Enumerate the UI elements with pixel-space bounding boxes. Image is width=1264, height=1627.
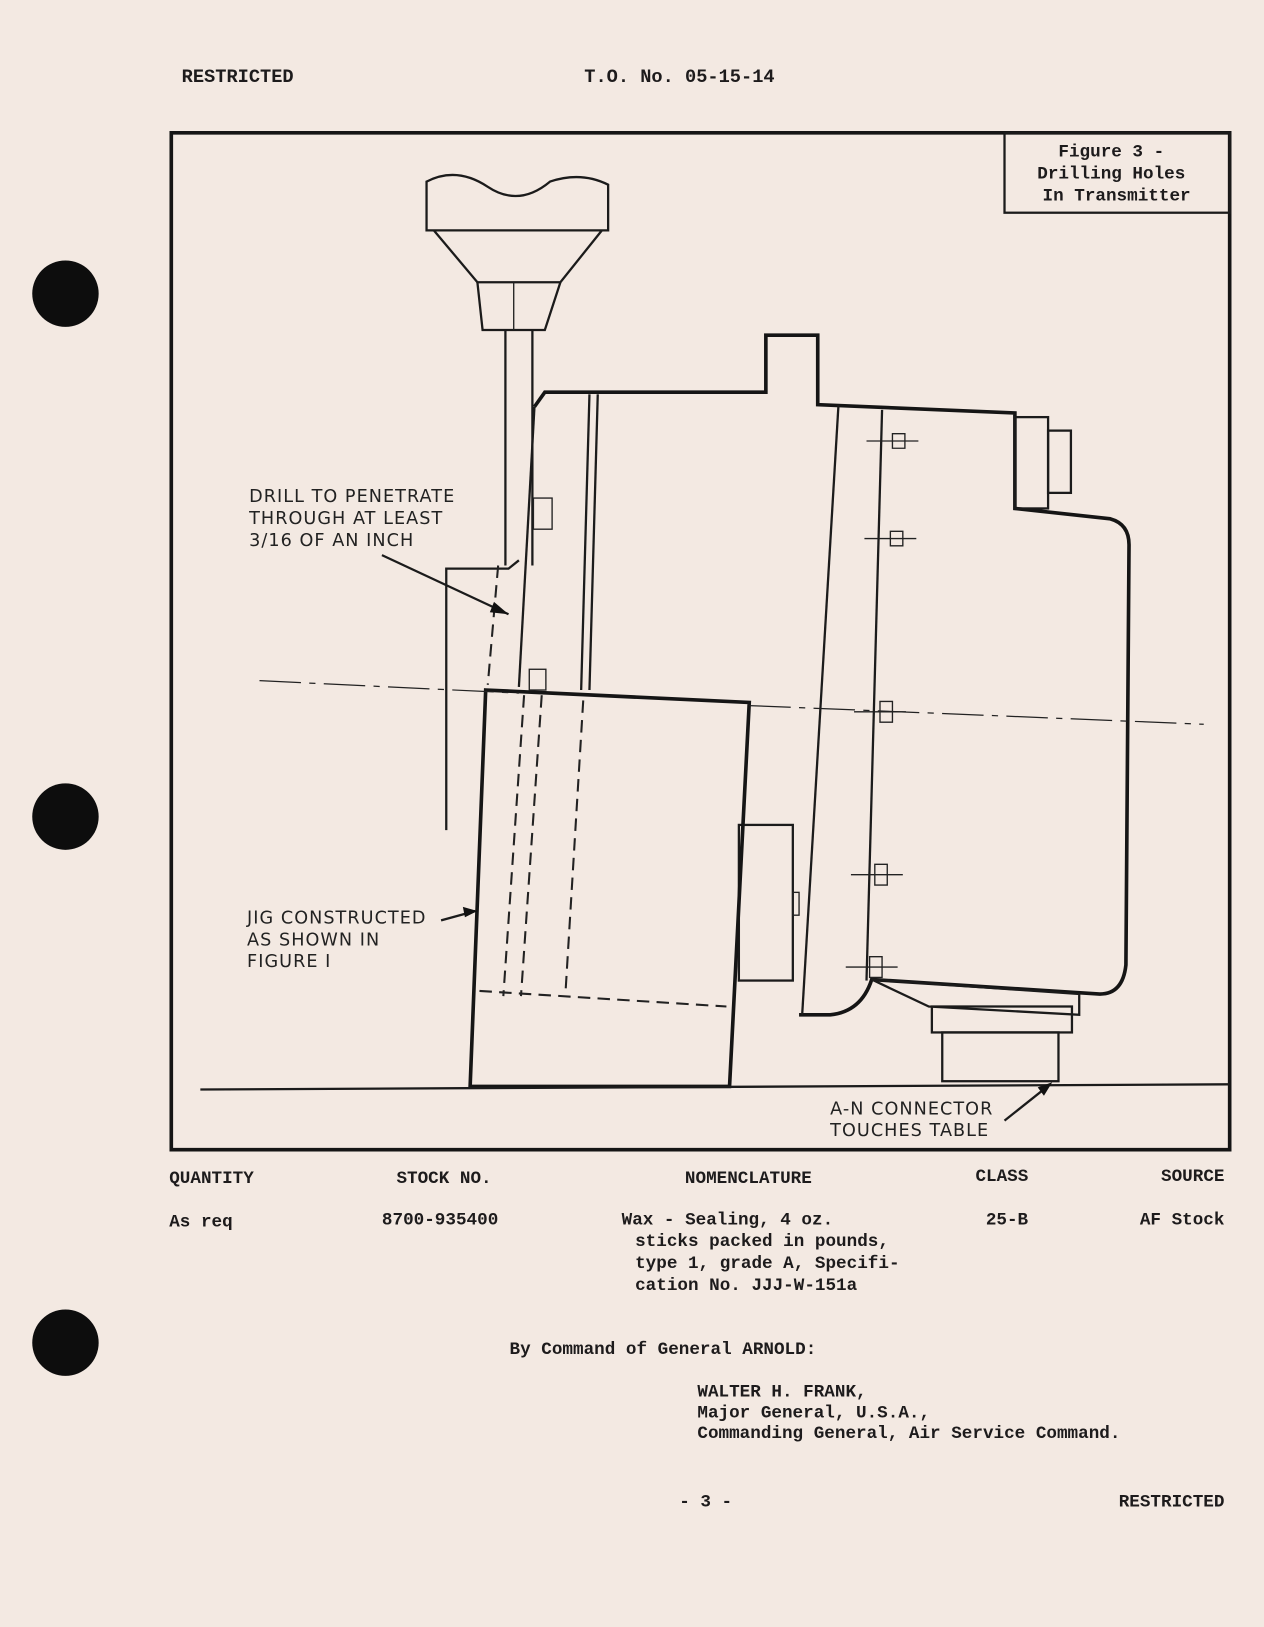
header-class: CLASS [975,1167,1028,1187]
cell-stock-no: 8700-935400 [382,1210,498,1230]
cell-class: 25-B [986,1210,1029,1230]
footer-restricted: RESTRICTED [1119,1493,1225,1513]
signature-block: By Command of General ARNOLD: WALTER H. … [510,1340,1121,1444]
cell-quantity: As req [169,1212,232,1232]
page-number: - 3 - [679,1493,732,1513]
figure-frame [169,131,1232,1152]
caption-box [1003,131,1231,214]
jig-callout: JIG CONSTRUCTED AS SHOWN IN FIGURE I [246,908,433,972]
punch-hole [32,260,99,327]
transmitter-drawing [200,173,1230,1122]
signatory-rank: Major General, U.S.A., [697,1403,930,1423]
drill-callout: DRILL TO PENETRATE THROUGH AT LEAST 3/16… [248,487,462,551]
figure-caption: Figure 3 - Drilling Holes In Transmitter [1037,143,1196,207]
cell-source: AF Stock [1140,1210,1225,1230]
connector-callout: A-N CONNECTOR TOUCHES TABLE [829,1099,1000,1141]
header-source: SOURCE [1161,1167,1224,1187]
punch-hole [32,1309,99,1376]
materials-table: QUANTITY STOCK NO. NOMENCLATURE CLASS SO… [169,1167,1225,1296]
table-line [200,1083,1230,1091]
header-stock-no: STOCK NO. [396,1169,491,1189]
header-restricted: RESTRICTED [182,66,294,88]
header-to-number: T.O. No. 05-15-14 [584,66,774,88]
cell-nomenclature: Wax - Sealing, 4 oz. sticks packed in po… [622,1210,910,1295]
signatory-name: WALTER H. FRANK, [697,1383,866,1403]
punch-hole [32,783,99,850]
header-quantity: QUANTITY [169,1169,254,1189]
figure-3: Figure 3 - Drilling Holes In Transmitter [169,131,1232,1152]
command-line: By Command of General ARNOLD: [510,1340,817,1360]
signatory-title: Commanding General, Air Service Command. [697,1424,1120,1444]
header-nomenclature: NOMENCLATURE [685,1169,812,1189]
jig-outline [468,688,752,1089]
